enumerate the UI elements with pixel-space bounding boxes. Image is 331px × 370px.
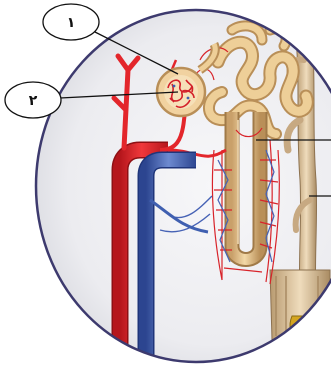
callout-1: ١: [43, 4, 99, 40]
callout-1-label: ١: [67, 15, 76, 31]
callout-2: ٢: [5, 82, 61, 118]
callout-2-label: ٢: [29, 93, 38, 109]
